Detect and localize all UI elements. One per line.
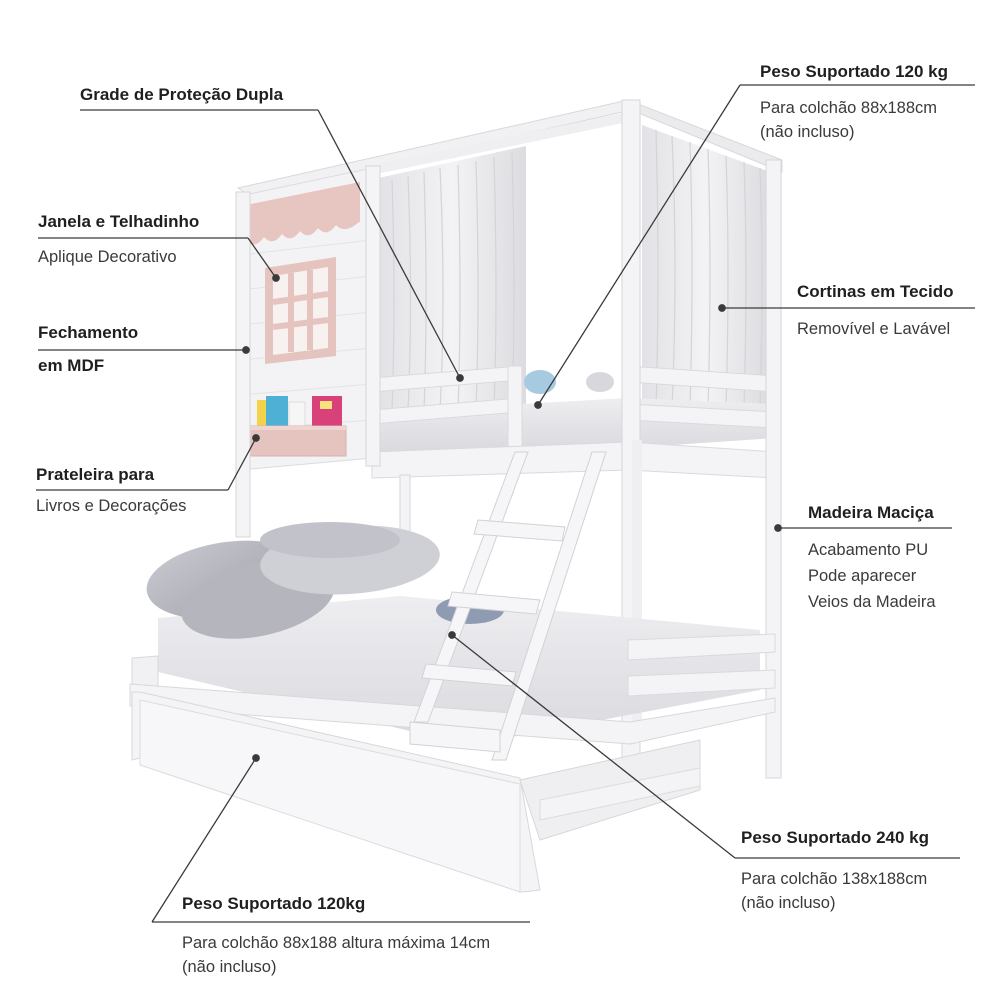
label-fechamento-title2: em MDF <box>38 356 105 375</box>
label-prateleira-title: Prateleira para <box>36 465 155 484</box>
awning-decoration <box>246 182 360 245</box>
label-madeira-sub1: Acabamento PU <box>808 541 929 559</box>
label-peso-top-title: Peso Suportado 120 kg <box>760 62 948 81</box>
label-peso-bottom-sub2: (não incluso) <box>182 958 277 976</box>
label-peso-bottom-title: Peso Suportado 120kg <box>182 894 366 913</box>
label-madeira-sub2: Pode aparecer <box>808 567 917 585</box>
label-madeira-sub3: Veios da Madeira <box>808 593 936 611</box>
book-shelf <box>235 396 347 457</box>
trundle-drawer <box>131 691 701 893</box>
callout-lines <box>36 84 975 923</box>
label-peso-top-sub2: (não incluso) <box>760 123 855 141</box>
curtain-right <box>642 125 770 410</box>
window-decoration <box>265 257 336 364</box>
label-peso-mid-sub2: (não incluso) <box>741 894 836 912</box>
label-peso-top-sub1: Para colchão 88x188cm <box>760 99 938 117</box>
label-cortinas-title: Cortinas em Tecido <box>797 282 954 301</box>
post-back <box>632 440 642 740</box>
label-peso-bottom-sub1: Para colchão 88x188 altura máxima 14cm <box>182 934 491 952</box>
label-cortinas-sub: Removível e Lavável <box>797 320 951 338</box>
label-peso-mid-sub1: Para colchão 138x188cm <box>741 870 928 888</box>
label-janela-title: Janela e Telhadinho <box>38 212 200 231</box>
label-fechamento-title1: Fechamento <box>38 323 139 342</box>
pillows <box>146 522 440 639</box>
label-janela-sub: Aplique Decorativo <box>38 248 177 266</box>
label-peso-mid-title: Peso Suportado 240 kg <box>741 828 929 847</box>
mdf-side-panel <box>239 167 373 471</box>
label-prateleira-sub: Livros e Decorações <box>36 497 187 515</box>
label-madeira-title: Madeira Maciça <box>808 503 934 522</box>
ladder <box>409 451 607 761</box>
label-grade-title: Grade de Proteção Dupla <box>80 85 284 104</box>
upper-frame <box>236 98 783 197</box>
